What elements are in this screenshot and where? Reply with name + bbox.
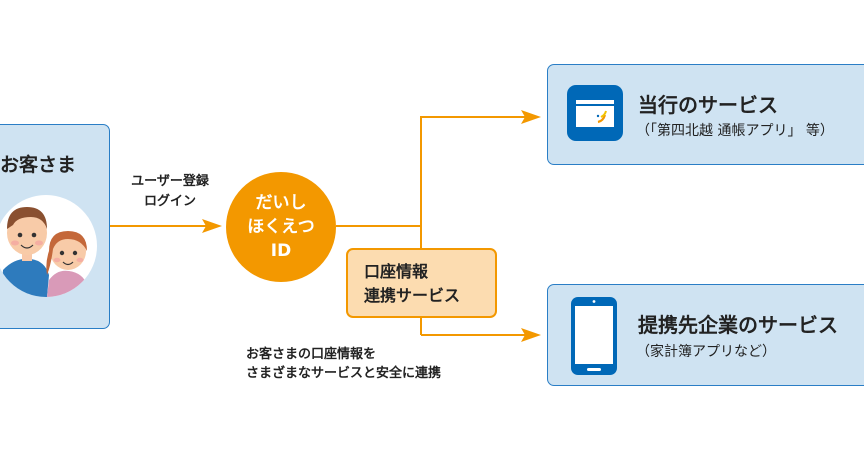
register-text: ユーザー登録 bbox=[131, 174, 209, 189]
id-badge-line3: ID bbox=[270, 241, 292, 261]
upper-arrowhead bbox=[521, 110, 541, 124]
couple-illustration bbox=[0, 195, 97, 297]
login-text: ログイン bbox=[143, 194, 196, 209]
bank-service-title: 当行のサービス bbox=[638, 93, 778, 117]
account-link-service-box: 口座情報 連携サービス bbox=[346, 248, 497, 318]
bank-service-subtitle: （「第四北越 通帳アプリ」 等） bbox=[636, 123, 834, 139]
daishi-hokuetsu-id-badge: だいし ほくえつ ID bbox=[226, 172, 336, 282]
customer-title: お客さま bbox=[0, 154, 77, 176]
lower-arrowhead bbox=[521, 328, 541, 342]
caption-line2: さまざまなサービスと安全に連携 bbox=[246, 366, 442, 381]
id-badge-line1: だいし bbox=[255, 193, 307, 213]
bank-service-box: 当行のサービス （「第四北越 通帳アプリ」 等） bbox=[547, 64, 864, 165]
partner-service-title: 提携先企業のサービス bbox=[638, 313, 838, 337]
login-arrowhead bbox=[202, 219, 222, 233]
link-service-line2: 連携サービス bbox=[364, 286, 461, 305]
smartphone-icon bbox=[571, 297, 617, 375]
id-badge-line2: ほくえつ bbox=[247, 217, 315, 237]
partner-service-subtitle: （家計簿アプリなど） bbox=[636, 344, 776, 360]
login-label: ユーザー登録 ログイン bbox=[112, 172, 228, 212]
link-caption: お客さまの口座情報を さまざまなサービスと安全に連携 bbox=[246, 345, 546, 383]
passbook-app-icon bbox=[567, 85, 623, 141]
caption-line1: お客さまの口座情報を bbox=[246, 347, 377, 362]
link-service-line1: 口座情報 bbox=[364, 262, 429, 281]
man-figure bbox=[1, 207, 49, 297]
partner-service-box: 提携先企業のサービス （家計簿アプリなど） bbox=[547, 284, 864, 386]
